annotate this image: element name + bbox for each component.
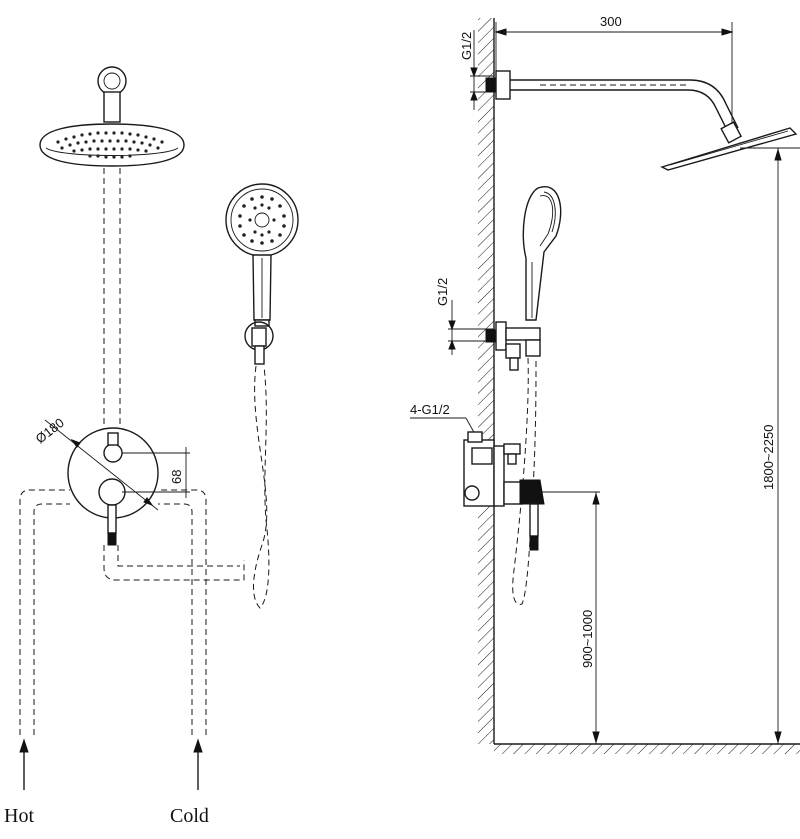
hand-shower-holder-front (244, 321, 274, 365)
diameter-label: Ø180 (33, 415, 67, 446)
hidden-riser-pipe (103, 168, 121, 425)
shower-hose (253, 365, 270, 609)
front-view: Ø180 68 Hot Cold (4, 66, 299, 827)
rain-shower-head-front (39, 66, 185, 167)
rain-shower-arm-side (485, 70, 798, 171)
inlet-thread-label-top: G1/2 (459, 32, 474, 60)
inlet-thread-label-mid: G1/2 (435, 278, 450, 306)
wall-hatching (478, 18, 494, 744)
concealed-valve-body-side (463, 431, 545, 551)
shower-head-nozzles (56, 131, 164, 159)
shower-hose-side (512, 357, 537, 605)
cold-label: Cold (170, 805, 209, 827)
overall-height-label: 1800~2250 (761, 425, 776, 490)
cold-inlet-arrow (193, 738, 203, 790)
wall-elbow-holder-side (485, 321, 541, 371)
cold-supply-pipe (158, 489, 207, 735)
hot-inlet-arrow (19, 738, 29, 790)
valve-thread-label: 4-G1/2 (410, 402, 450, 417)
outlet-pipe-to-hand-shower (103, 545, 245, 581)
hot-supply-pipe (19, 489, 70, 735)
hot-label: Hot (4, 805, 34, 827)
hand-shower-side (522, 186, 562, 321)
side-view: G1/2 300 1800~2250 (410, 14, 800, 754)
valve-height-label: 900~1000 (580, 610, 595, 668)
hand-shower-front (225, 183, 299, 327)
mixer-valve-front (44, 419, 190, 546)
arm-length-label: 300 (600, 14, 622, 29)
spacing-label: 68 (169, 470, 184, 484)
hand-shower-nozzles (238, 195, 286, 245)
